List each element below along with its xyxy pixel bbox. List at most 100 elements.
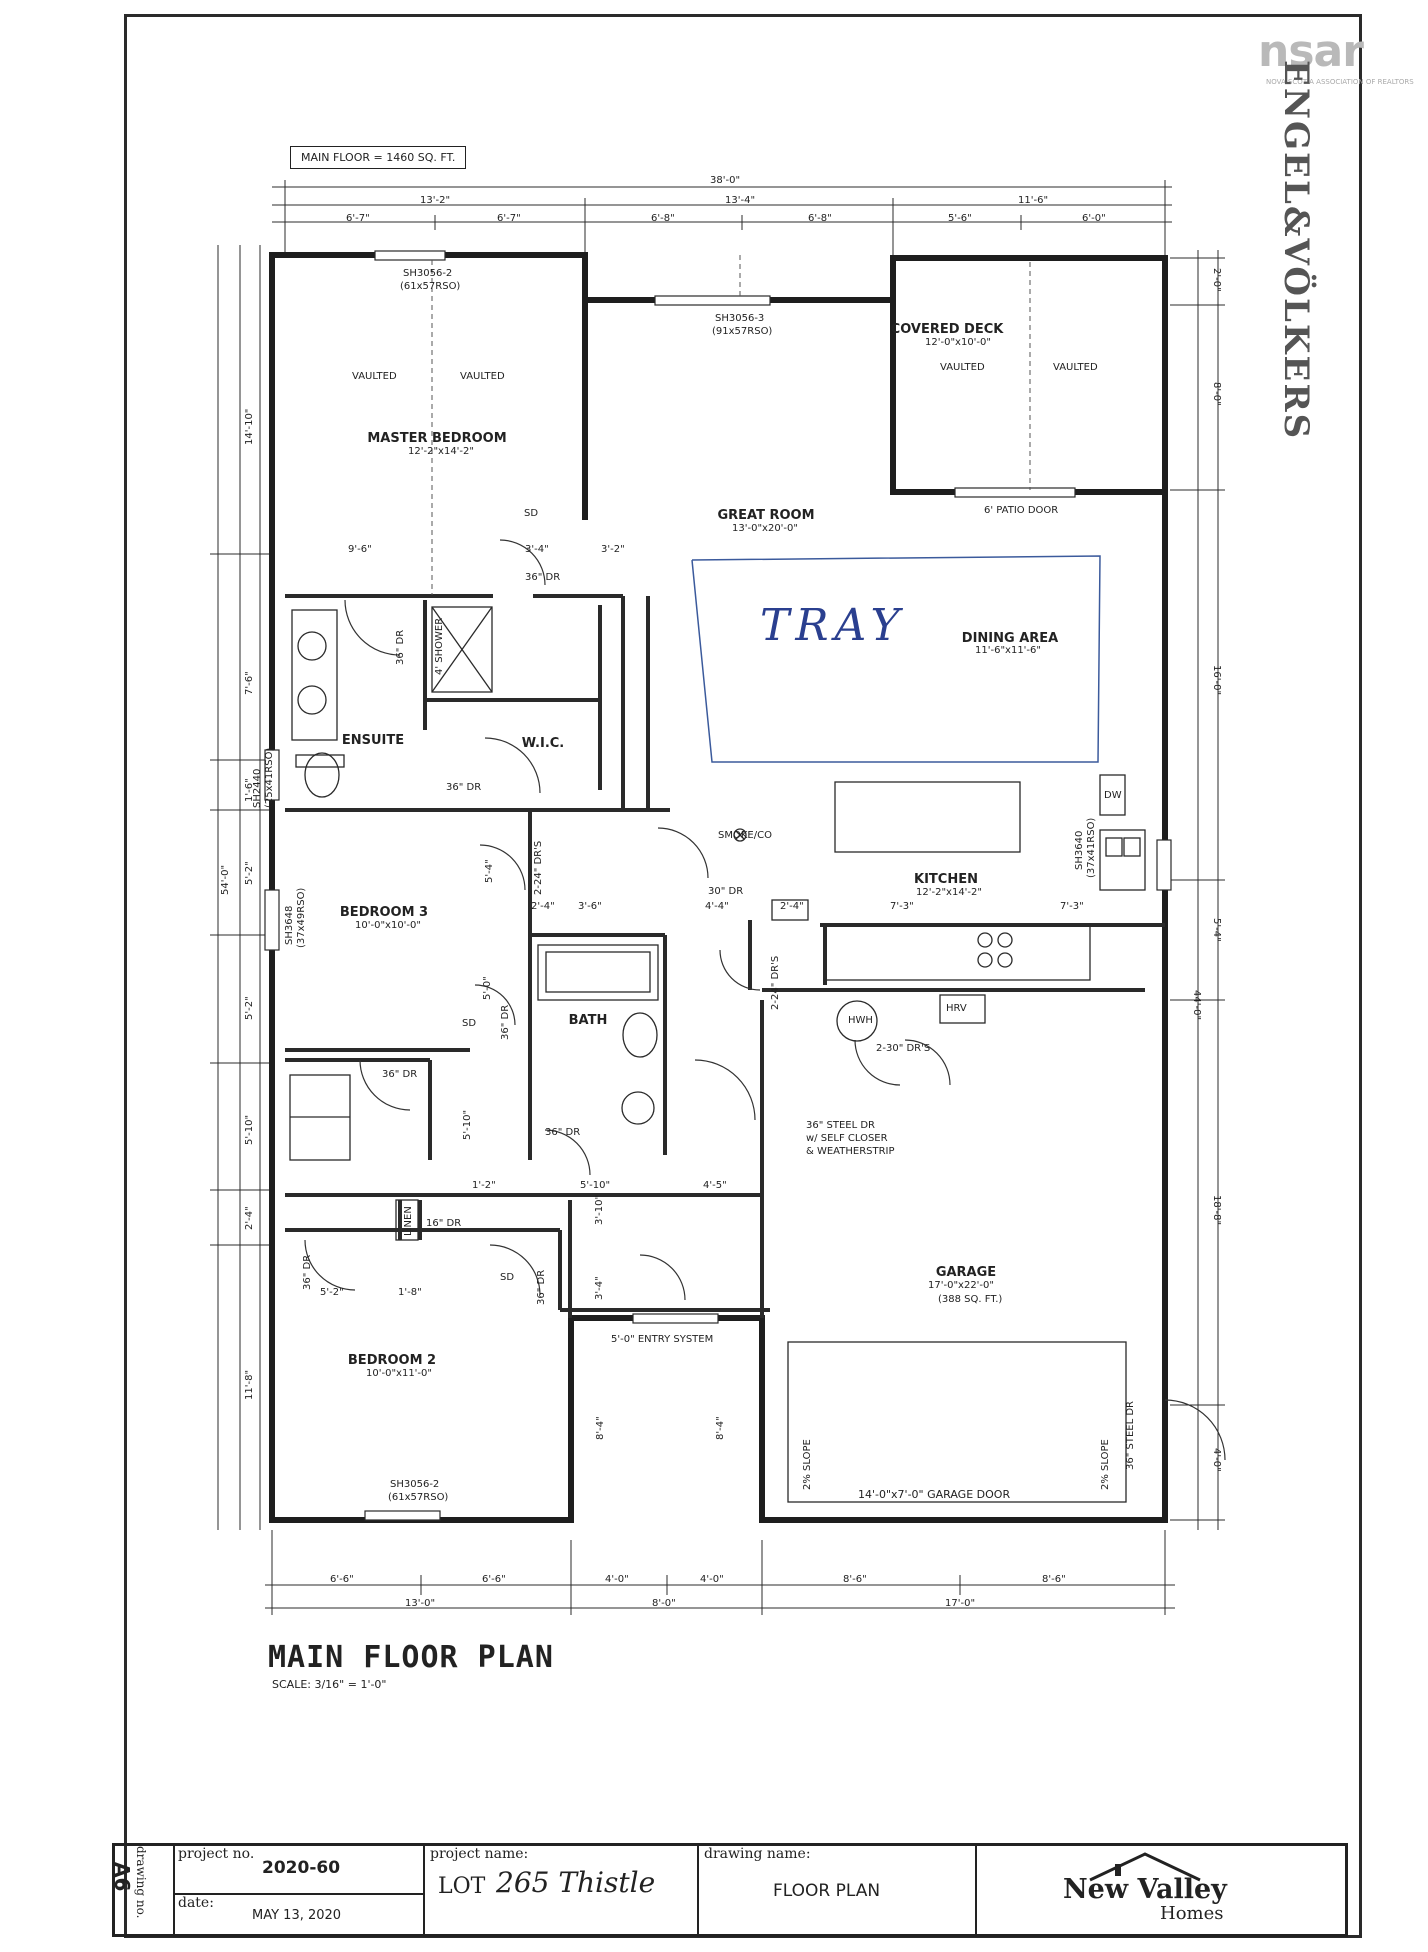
master-window-rso: (61x57RSO) <box>400 281 461 292</box>
bed3-window-rso: (37x49RSO) <box>296 887 307 948</box>
dim-top-d5: 5'-6" <box>948 213 972 224</box>
bed2-window-rso: (61x57RSO) <box>388 1492 449 1503</box>
patio-door-label: 6' PATIO DOOR <box>984 505 1059 516</box>
smoke-co-label: SMOKE/CO <box>718 830 772 841</box>
great-window-label: SH3056-3 <box>715 313 765 324</box>
kitchen-window-label: SH3640 <box>1074 830 1085 870</box>
title-block <box>112 1843 1348 1937</box>
brokerage-logo: ENGEL&VÖLKERS <box>1276 60 1316 441</box>
bed3-door-label: 36" DR <box>500 1004 511 1040</box>
kitchen-dim-left: 7'-3" <box>890 901 914 912</box>
garage-size: 17'-0"x22'-0" <box>928 1280 995 1291</box>
project-no-label: project no. <box>178 1846 255 1862</box>
ensuite-window-rso: (25x41RSO) <box>264 747 275 808</box>
plan-title: MAIN FLOOR PLAN <box>268 1640 554 1675</box>
master-vaulted-right: VAULTED <box>460 371 505 382</box>
drawing-name-label: drawing name: <box>704 1846 811 1862</box>
garage-name: GARAGE <box>935 1265 997 1280</box>
dim-bottom-e: 8'-6" <box>843 1574 867 1585</box>
dim-bottom-i: 17'-0" <box>945 1598 976 1609</box>
drawing-no-label: drawing no. <box>134 1846 148 1919</box>
dim-bottom-f: 8'-6" <box>1042 1574 1066 1585</box>
project-name-label: project name: <box>430 1846 529 1862</box>
dim-right-overall: 44'-0" <box>1191 990 1202 1021</box>
dim-bottom-h: 8'-0" <box>652 1598 676 1609</box>
kitchen-dim-2-4: 2'-4" <box>780 901 804 912</box>
project-no: 2020-60 <box>262 1858 341 1878</box>
mls-logo-subtext: NOVA SCOTIA ASSOCIATION OF REALTORS <box>1266 78 1414 86</box>
tray-ceiling-handwritten: TRAY <box>760 600 906 651</box>
dim-top-d4: 6'-8" <box>808 213 832 224</box>
laundry-door-label: 36" DR <box>382 1069 418 1080</box>
wic-name: W.I.C. <box>521 736 565 751</box>
linen-door-label: 16" DR <box>426 1218 462 1229</box>
bed2-window-label: SH3056-2 <box>390 1479 440 1490</box>
bed3-dim-5-0: 5'-0" <box>482 976 493 1000</box>
steel-door-note-2: w/ SELF CLOSER <box>806 1133 888 1144</box>
garage-slope-right: 2% SLOPE <box>1100 1439 1111 1490</box>
hall-dim-3-6: 3'-6" <box>578 901 602 912</box>
kitchen-window-rso: (37x41RSO) <box>1086 817 1097 878</box>
bath-name: BATH <box>568 1013 608 1028</box>
dim-top-overall: 38'-0" <box>710 175 741 186</box>
project-name-prefix: LOT <box>438 1874 486 1899</box>
mls-logo: nsar <box>1258 26 1364 77</box>
deck-name: COVERED DECK <box>890 322 1004 337</box>
dim-top-d1: 6'-7" <box>346 213 370 224</box>
dining-area-name: DINING AREA <box>961 631 1059 646</box>
master-bedroom-name: MASTER BEDROOM <box>367 431 507 446</box>
dim-bottom-c: 4'-0" <box>605 1574 629 1585</box>
dim-right-f: 4'-0" <box>1211 1448 1222 1472</box>
floor-area-box: MAIN FLOOR = 1460 SQ. FT. <box>290 146 467 169</box>
ensuite-door-label: 36" DR <box>395 629 406 665</box>
master-door-label: 36" DR <box>525 572 561 583</box>
bed2-dim-5-2: 5'-2" <box>320 1287 344 1298</box>
deck-size: 12'-0"x10'-0" <box>925 337 992 348</box>
master-sd: SD <box>524 508 539 519</box>
dim-bottom-d: 4'-0" <box>700 1574 724 1585</box>
kitchen-dim-right: 7'-3" <box>1060 901 1084 912</box>
dim-right-a: 2'-0" <box>1211 268 1222 292</box>
drawing-name: FLOOR PLAN <box>773 1881 881 1901</box>
entry-dim-right: 8'-4" <box>715 1416 726 1440</box>
bedroom-3-size: 10'-0"x10'-0" <box>355 920 422 931</box>
garage-area: (388 SQ. FT.) <box>938 1294 1003 1305</box>
dim-top-c: 11'-6" <box>1018 195 1049 206</box>
dim-left-d: 5'-2" <box>244 861 255 885</box>
hall-dim-3-10: 3'-10" <box>594 1194 605 1225</box>
garage-slope-left: 2% SLOPE <box>802 1439 813 1490</box>
dim-left-h: 11'-8" <box>244 1369 255 1400</box>
bedroom-2-name: BEDROOM 2 <box>347 1353 437 1368</box>
entry-dim-left: 8'-4" <box>595 1416 606 1440</box>
master-dim-9-6: 9'-6" <box>348 544 372 555</box>
bedroom-2-size: 10'-0"x11'-0" <box>366 1368 433 1379</box>
bedroom-3-name: BEDROOM 3 <box>339 905 429 920</box>
dim-top-a: 13'-2" <box>420 195 451 206</box>
steel-door-note-1: 36" STEEL DR <box>806 1120 875 1131</box>
bed2-dim-1-8: 1'-8" <box>398 1287 422 1298</box>
wic-door-label: 36" DR <box>446 782 482 793</box>
dim-left-overall: 54'-0" <box>220 864 231 895</box>
utility-door-label: 2-30" DR'S <box>876 1043 931 1054</box>
hrv-label: HRV <box>946 1003 967 1014</box>
master-vaulted-left: VAULTED <box>352 371 397 382</box>
company-name-2: Homes <box>1160 1903 1224 1924</box>
plan-scale: SCALE: 3/16" = 1'-0" <box>272 1678 387 1691</box>
hall-dim-5-10: 5'-10" <box>580 1180 611 1191</box>
linen-label: LINEN <box>403 1206 414 1236</box>
dim-left-e: 5'-2" <box>244 996 255 1020</box>
laundry-dim-5-10: 5'-10" <box>462 1109 473 1140</box>
hall-dim-4-4: 4'-4" <box>705 901 729 912</box>
master-dim-3-2: 3'-2" <box>601 544 625 555</box>
bed2-closet-door-label: 36" DR <box>302 1254 313 1290</box>
project-date: MAY 13, 2020 <box>252 1908 342 1923</box>
great-window-rso: (91x57RSO) <box>712 326 773 337</box>
master-dim-3-4: 3'-4" <box>525 544 549 555</box>
project-name-handwritten: 265 Thistle <box>496 1866 656 1899</box>
hall-dim-5-4: 5'-4" <box>484 859 495 883</box>
master-window-label: SH3056-2 <box>403 268 453 279</box>
new-valley-house-icon <box>1089 1852 1201 1882</box>
dim-left-a: 14'-10" <box>244 408 255 445</box>
ensuite-window-label: SH2440 <box>252 768 263 808</box>
hwh-label: HWH <box>848 1015 873 1026</box>
